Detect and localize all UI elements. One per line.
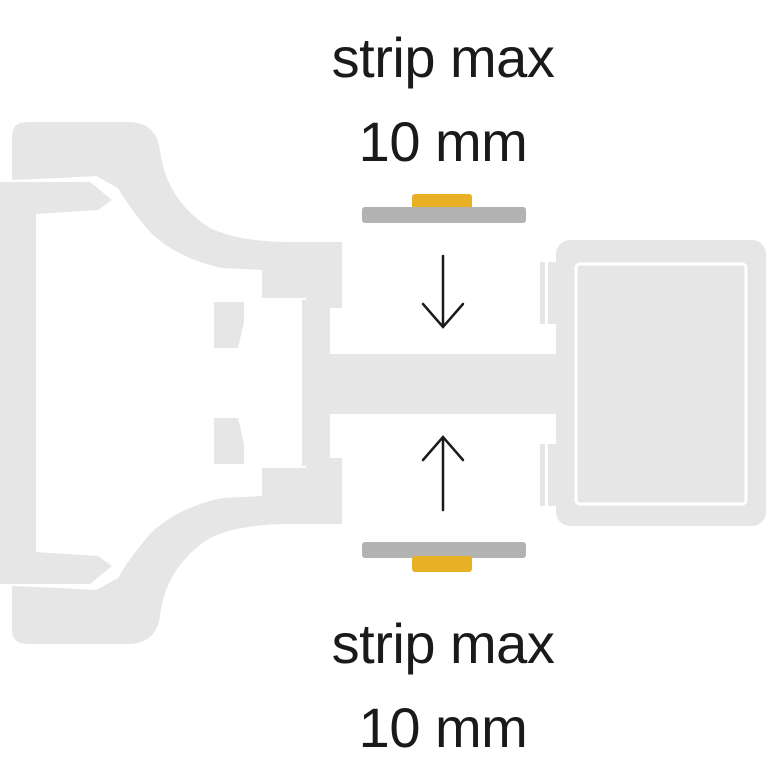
arrow-down-icon xyxy=(421,254,465,329)
bottom-label: strip max 10 mm xyxy=(0,602,766,770)
profile-right-box xyxy=(540,240,766,526)
bottom-strip-assembly xyxy=(362,542,526,572)
top-label: strip max 10 mm xyxy=(0,16,766,184)
bottom-label-line1: strip max xyxy=(331,612,555,675)
top-label-line2: 10 mm xyxy=(358,110,528,173)
top-label-line1: strip max xyxy=(331,26,555,89)
bottom-strip xyxy=(362,542,526,558)
profile-left-clamp xyxy=(0,122,342,644)
bottom-tape xyxy=(412,556,472,572)
top-tape xyxy=(412,194,472,210)
top-strip xyxy=(362,207,526,223)
top-strip-assembly xyxy=(362,194,526,223)
bottom-label-line2: 10 mm xyxy=(358,696,528,759)
profile-web xyxy=(326,354,562,414)
arrow-up-icon xyxy=(421,435,465,512)
